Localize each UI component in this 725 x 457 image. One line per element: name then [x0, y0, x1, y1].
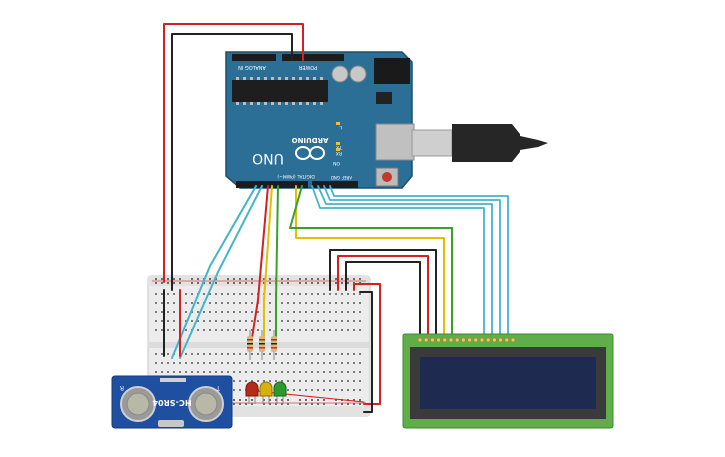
lcd-pin [467, 337, 472, 343]
wire-lcd-vcc-1[interactable] [337, 255, 429, 339]
led-green[interactable] [273, 381, 287, 404]
lcd-pin [454, 337, 460, 343]
led-yellow[interactable] [259, 381, 273, 404]
digital-header-low [236, 181, 308, 188]
power-header-label: POWER [298, 64, 317, 70]
capacitor-2 [349, 65, 367, 83]
wire-5v-red[interactable] [163, 23, 304, 283]
wire-led-green[interactable] [275, 185, 279, 339]
lcd-pin [461, 337, 466, 343]
sensor-pin-header [160, 378, 186, 382]
sensor-right-label: T [216, 384, 221, 391]
rx-led [336, 148, 340, 151]
usb-cable-strain [520, 136, 548, 150]
analog-header [232, 54, 276, 61]
aref-label: AREF [341, 175, 352, 180]
gnd-label: GND [331, 175, 340, 180]
lcd-screen [420, 357, 596, 409]
wire-lcd-gnd-2[interactable] [345, 261, 421, 339]
analog-header-label: ANALOG IN [238, 64, 266, 70]
wire-lcd-yellow[interactable] [295, 185, 445, 339]
usb-port [375, 123, 415, 161]
l-label: L [339, 124, 342, 130]
wire-gnd-black[interactable] [171, 33, 293, 291]
wire-rail-black-right[interactable] [359, 291, 373, 413]
lcd-module[interactable] [402, 333, 614, 429]
digital-header-label: DIGITAL (PWM~) [277, 173, 315, 179]
lcd-pin [442, 337, 448, 343]
lcd-pin [492, 337, 497, 343]
lcd-pin [448, 337, 454, 343]
tx-label: TX [336, 144, 343, 150]
wire-lcd-d6[interactable] [323, 185, 501, 339]
leds [245, 381, 287, 404]
usb-plug-metal [411, 129, 453, 157]
lcd-pin [430, 337, 435, 343]
arduino-infinity-logo [295, 146, 325, 160]
wire-trig-blue[interactable] [171, 185, 257, 359]
wire-echo-blue[interactable] [179, 185, 263, 359]
rx-label: RX [336, 150, 342, 156]
tx-led [336, 142, 340, 145]
power-jack [374, 58, 410, 84]
lcd-pin [498, 337, 503, 343]
power-header [282, 54, 344, 61]
wire-led-yellow[interactable] [263, 185, 273, 339]
lcd-pin-header [417, 337, 516, 343]
l-led [336, 122, 340, 125]
wire-lcd-green[interactable] [289, 185, 453, 339]
arduino-uno-board[interactable]: ARDUINO UNO POWER ANALOG IN DIGITAL (PWM… [225, 51, 415, 189]
wires [163, 23, 509, 413]
lcd-pin [485, 337, 491, 343]
usb-cable[interactable] [411, 124, 548, 162]
wire-led-red[interactable] [251, 185, 269, 339]
resistor-2[interactable] [259, 330, 265, 360]
on-label: ON [333, 160, 340, 166]
sensor-crystal [158, 420, 184, 427]
usb-plug-body [452, 124, 520, 162]
wire-lcd-gnd-1[interactable] [329, 249, 437, 339]
ultrasonic-sensor[interactable]: HC-SR04 R T [111, 375, 233, 429]
reset-button-cap[interactable] [382, 172, 392, 182]
lcd-pin [510, 337, 516, 343]
arduino-brand-label: ARDUINO [292, 136, 329, 144]
wire-rail-red-right[interactable] [353, 283, 381, 405]
lcd-pin [436, 337, 441, 343]
lcd-pin [479, 337, 485, 343]
sensor-model-label: HC-SR04 [152, 398, 192, 407]
wire-lcd-d5[interactable] [317, 185, 493, 339]
sensor-left-label: R [120, 384, 124, 391]
lcd-pin [504, 337, 510, 343]
led-red[interactable] [245, 381, 259, 404]
resistor-3[interactable] [271, 330, 277, 360]
arduino-model-label: UNO [252, 150, 284, 166]
capacitor-1 [331, 65, 349, 83]
resistor-1[interactable] [247, 330, 253, 360]
lcd-pin [473, 337, 479, 343]
digital-header-high [312, 181, 358, 188]
sensor-transmitter-mesh [194, 392, 218, 416]
regulator [376, 92, 392, 104]
atmega-chip [232, 80, 328, 102]
lcd-pin [423, 337, 429, 343]
resistors [247, 330, 277, 360]
wire-lcd-d7[interactable] [329, 185, 509, 339]
sensor-receiver-mesh [126, 392, 150, 416]
lcd-pin [417, 337, 423, 343]
wire-lcd-d4[interactable] [311, 185, 485, 339]
